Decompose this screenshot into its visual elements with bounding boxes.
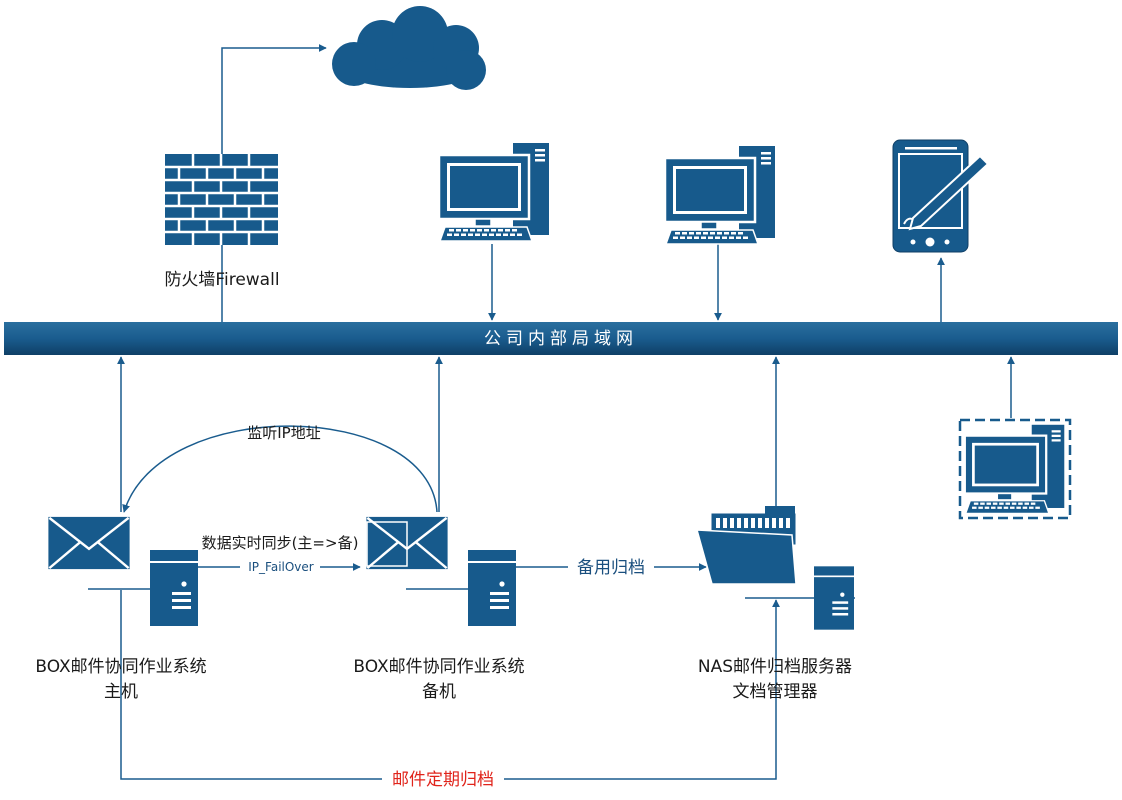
- server-icon: [150, 550, 198, 626]
- backup-archive-label: 备用归档: [577, 558, 645, 578]
- firewall-label: 防火墙Firewall: [164, 270, 279, 290]
- cloud-icon: [332, 6, 486, 90]
- failover-label: IP_FailOver: [248, 560, 314, 574]
- desktop-computer-icon: [663, 146, 777, 246]
- monitor-ip-arc: [122, 425, 438, 513]
- email-icon: [46, 514, 132, 572]
- desktop-computer-icon: [437, 143, 551, 243]
- primary-host-label-line2: 主机: [104, 682, 138, 702]
- transfer-box-icon: [366, 521, 408, 567]
- firewall-icon: [165, 154, 278, 245]
- folder-icon: [695, 506, 797, 585]
- primary-host-label-line1: BOX邮件协同作业系统: [35, 657, 206, 677]
- monitor-ip-label: 监听IP地址: [247, 424, 320, 442]
- server-icon: [468, 550, 516, 626]
- nas-label-line2: 文档管理器: [733, 682, 818, 702]
- remote-computer-icon: [958, 418, 1072, 520]
- nas-label-line1: NAS邮件归档服务器: [698, 657, 852, 677]
- scheduled-archive-label: 邮件定期归档: [392, 770, 494, 790]
- server-icon: [814, 566, 854, 630]
- backup-host-label-line1: BOX邮件协同作业系统: [353, 657, 524, 677]
- sync-label: 数据实时同步(主=>备): [202, 534, 359, 552]
- lan-bus-label: 公司内部局域网: [484, 329, 638, 349]
- backup-host-label-line2: 备机: [422, 682, 456, 702]
- lan-bus: 公司内部局域网: [4, 322, 1118, 355]
- tablet-pen-icon: [892, 139, 990, 253]
